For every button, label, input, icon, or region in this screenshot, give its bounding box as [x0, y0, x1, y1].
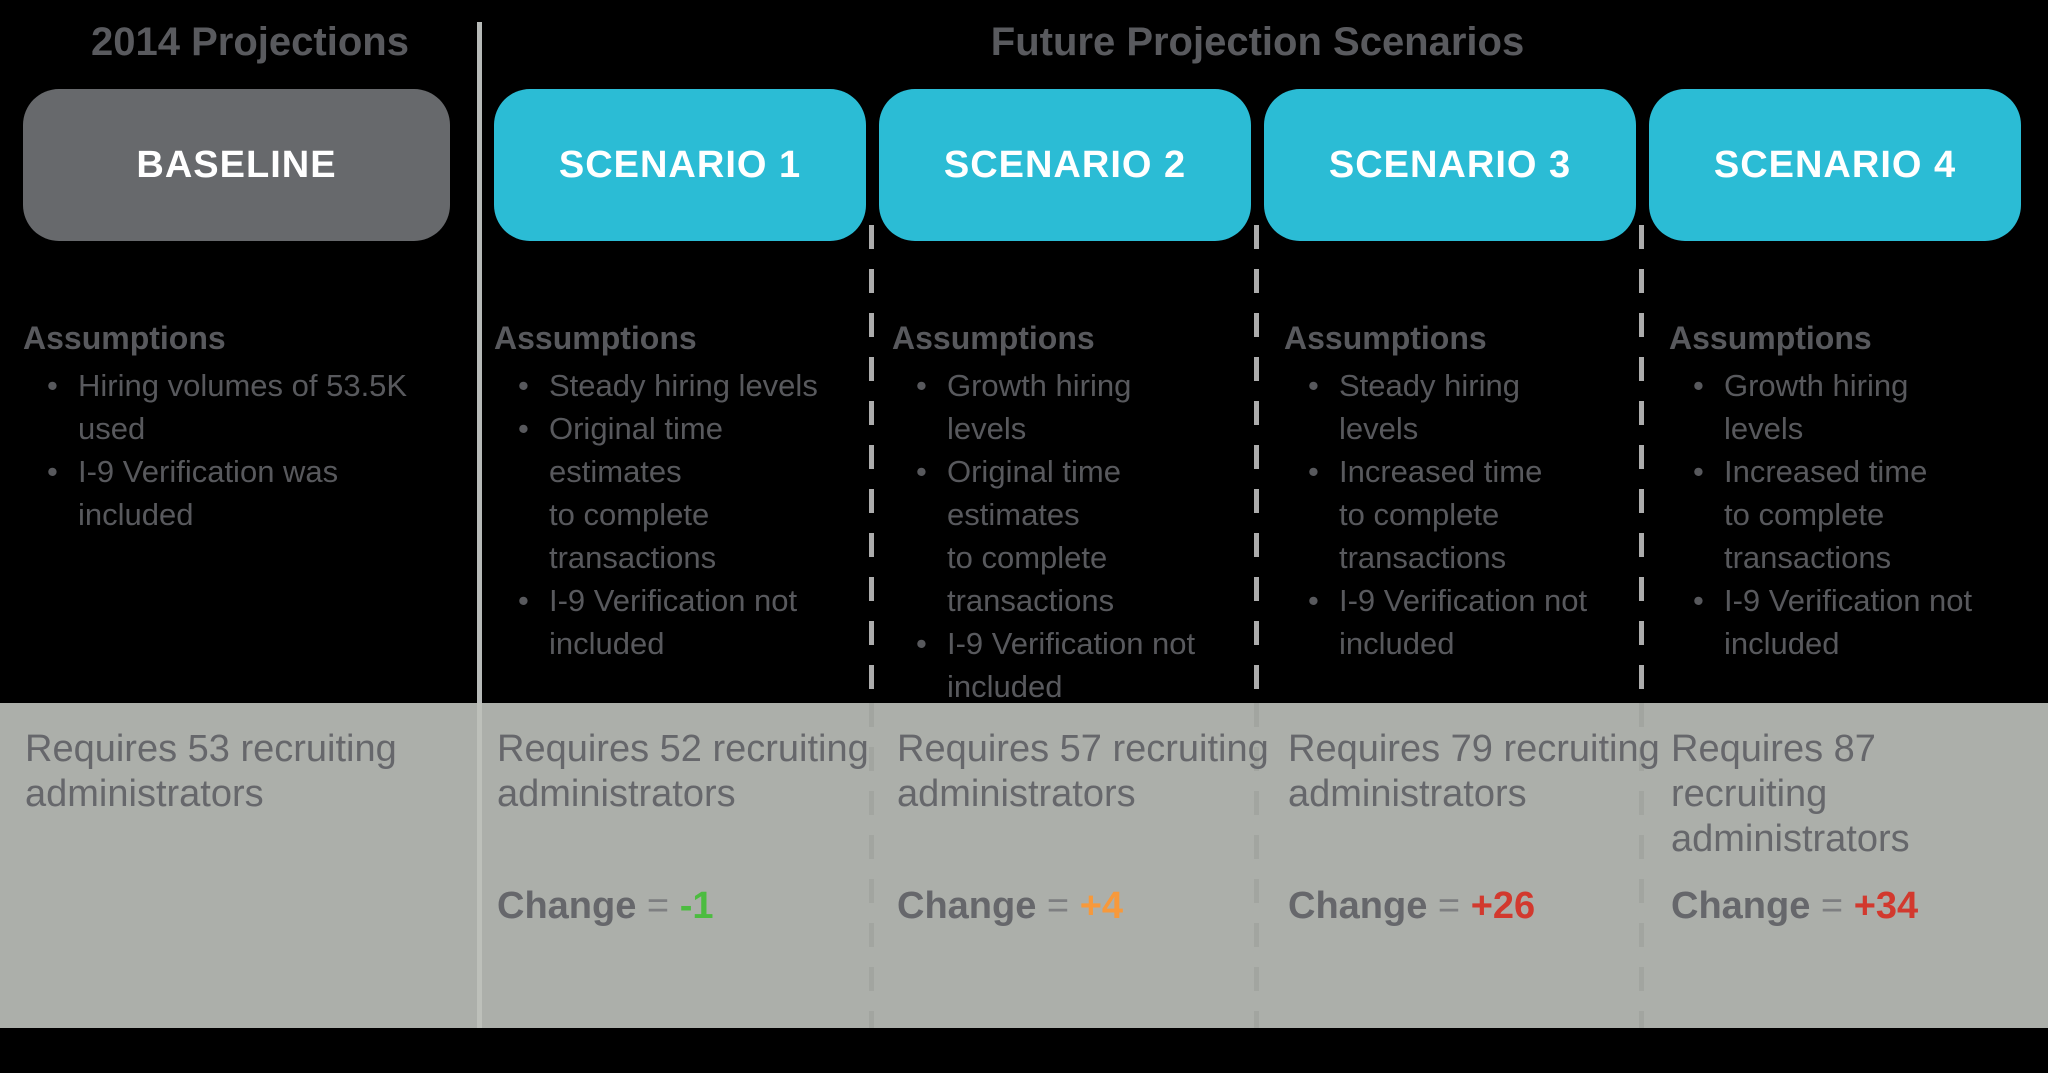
scenario-2-assumptions-list: Growth hiring levels Original time estim…	[892, 364, 1256, 708]
change-label: Change	[1288, 885, 1428, 927]
scenario-4-assumptions-list: Growth hiring levels Increased time to c…	[1669, 364, 2031, 665]
baseline-assumptions: Assumptions Hiring volumes of 53.5K used…	[23, 318, 455, 536]
assumption-bullet: Original time estimates to complete tran…	[892, 450, 1256, 622]
scenario-4-pill: SCENARIO 4	[1649, 89, 2021, 241]
scenario-3-assumptions-title: Assumptions	[1284, 320, 1487, 356]
assumption-bullet: I-9 Verification not included	[494, 579, 870, 665]
change-equals: =	[1820, 885, 1844, 927]
change-label: Change	[497, 885, 637, 927]
scenario-2-assumptions: Assumptions Growth hiring levels Origina…	[892, 318, 1256, 708]
scenario-1-requires-text: Requires 52 recruiting administrators	[497, 728, 869, 815]
baseline-divider-line	[477, 22, 482, 703]
scenario-3-assumptions-list: Steady hiring levels Increased time to c…	[1284, 364, 1642, 665]
scenario-3-pill-label: SCENARIO 3	[1328, 143, 1572, 186]
scenario-2-change: Change = +4	[897, 884, 1123, 929]
scenario-1-pill-label: SCENARIO 1	[558, 143, 802, 186]
scenario-4-change: Change = +34	[1671, 884, 1918, 929]
baseline-assumptions-list: Hiring volumes of 53.5K used I-9 Verific…	[23, 364, 455, 536]
assumption-bullet: Growth hiring levels	[1669, 364, 2031, 450]
scenario-2-pill-label: SCENARIO 2	[943, 143, 1187, 186]
assumption-bullet: I-9 Verification not included	[1284, 579, 1642, 665]
scenario-divider-dashed-2	[1254, 225, 1259, 703]
scenario-3-pill: SCENARIO 3	[1264, 89, 1636, 241]
scenario-4-requires-text: Requires 87 recruiting administrators	[1671, 728, 1910, 860]
assumption-bullet: Increased time to complete transactions	[1669, 450, 2031, 579]
change-equals: =	[646, 885, 670, 927]
baseline-pill: BASELINE	[23, 89, 450, 241]
scenario-divider-dashed-3-band-segment	[1639, 703, 1644, 1028]
scenario-1-assumptions-list: Steady hiring levels Original time estim…	[494, 364, 870, 665]
scenario-divider-dashed-2-band-segment	[1254, 703, 1259, 1028]
scenario-1-change: Change = -1	[497, 884, 713, 929]
assumption-bullet: Growth hiring levels	[892, 364, 1256, 450]
change-equals: =	[1046, 885, 1070, 927]
scenario-2-requires-text: Requires 57 recruiting administrators	[897, 728, 1269, 815]
baseline-section-title: 2014 Projections	[91, 20, 409, 64]
baseline-assumptions-title: Assumptions	[23, 320, 226, 356]
scenarios-section-title: Future Projection Scenarios	[990, 20, 1525, 64]
scenario-2-assumptions-title: Assumptions	[892, 320, 1095, 356]
assumption-bullet: I-9 Verification not included	[1669, 579, 2031, 665]
change-equals: =	[1437, 885, 1461, 927]
change-value: +26	[1470, 885, 1536, 927]
baseline-pill-label: BASELINE	[136, 143, 337, 186]
scenario-3-change: Change = +26	[1288, 884, 1535, 929]
scenario-4-assumptions-title: Assumptions	[1669, 320, 1872, 356]
scenario-1-assumptions: Assumptions Steady hiring levels Origina…	[494, 318, 870, 665]
assumption-bullet: I-9 Verification was included	[23, 450, 455, 536]
scenario-4-assumptions: Assumptions Growth hiring levels Increas…	[1669, 318, 2031, 665]
scenario-1-assumptions-title: Assumptions	[494, 320, 697, 356]
baseline-divider-line-band-segment	[477, 703, 482, 1028]
assumption-bullet: I-9 Verification not included	[892, 622, 1256, 708]
change-label: Change	[897, 885, 1037, 927]
assumption-bullet: Steady hiring levels	[494, 364, 870, 407]
assumption-bullet: Original time estimates to complete tran…	[494, 407, 870, 579]
scenario-1-pill: SCENARIO 1	[494, 89, 866, 241]
scenario-3-requires-text: Requires 79 recruiting administrators	[1288, 728, 1660, 815]
results-band	[0, 703, 2048, 1028]
change-value: +34	[1853, 885, 1919, 927]
scenario-4-pill-label: SCENARIO 4	[1713, 143, 1957, 186]
assumption-bullet: Hiring volumes of 53.5K used	[23, 364, 455, 450]
scenario-divider-dashed-1-band-segment	[869, 703, 874, 1028]
scenario-2-pill: SCENARIO 2	[879, 89, 1251, 241]
change-value: +4	[1079, 885, 1124, 927]
scenario-divider-dashed-1	[869, 225, 874, 703]
change-label: Change	[1671, 885, 1811, 927]
scenario-3-assumptions: Assumptions Steady hiring levels Increas…	[1284, 318, 1642, 665]
baseline-requires-text: Requires 53 recruiting administrators	[25, 728, 397, 815]
assumption-bullet: Increased time to complete transactions	[1284, 450, 1642, 579]
change-value: -1	[679, 885, 714, 927]
assumption-bullet: Steady hiring levels	[1284, 364, 1642, 450]
